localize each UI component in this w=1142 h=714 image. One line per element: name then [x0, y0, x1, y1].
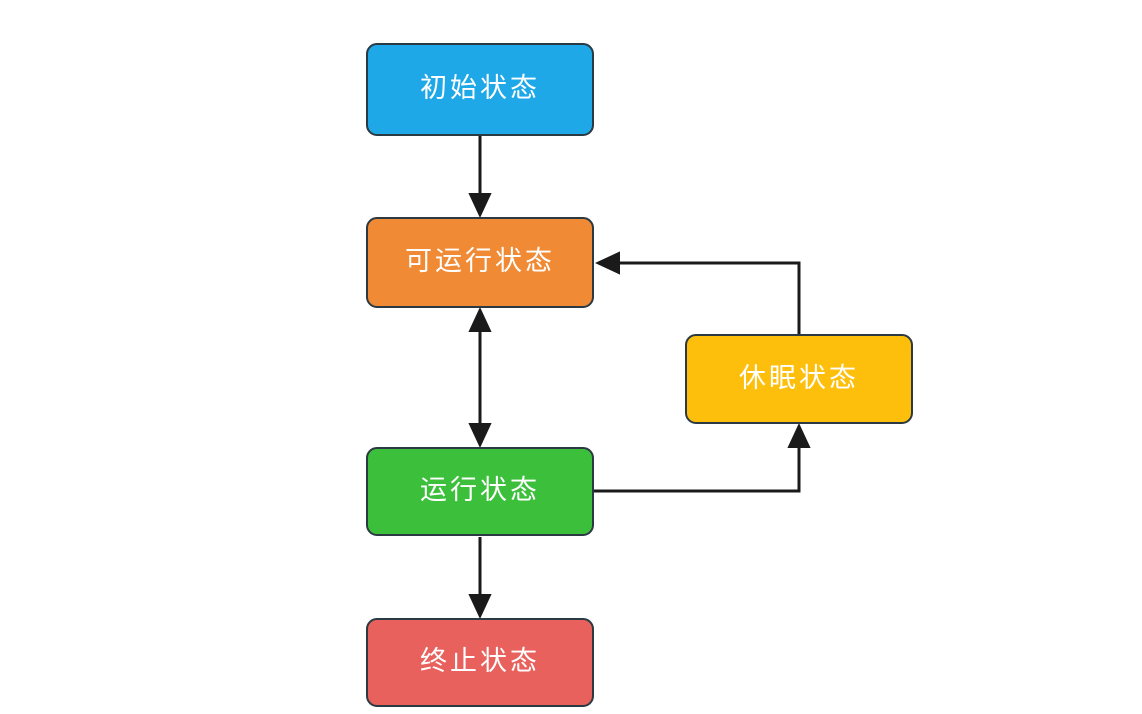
node-initial-state-label: 初始状态 — [420, 73, 540, 105]
edge-dormant-to-runnable — [595, 251, 801, 334]
node-running-state-label: 运行状态 — [420, 475, 540, 507]
node-dormant-state[interactable]: 休眠状态 — [685, 334, 913, 424]
node-initial-state[interactable]: 初始状态 — [366, 43, 594, 136]
edge-running-to-dormant — [594, 423, 811, 493]
node-terminated-state-label: 终止状态 — [420, 646, 540, 678]
node-runnable-state-label: 可运行状态 — [405, 246, 555, 278]
node-terminated-state[interactable]: 终止状态 — [366, 618, 594, 707]
node-dormant-state-label: 休眠状态 — [739, 362, 859, 394]
node-running-state[interactable]: 运行状态 — [366, 447, 594, 536]
node-runnable-state[interactable]: 可运行状态 — [366, 217, 594, 308]
